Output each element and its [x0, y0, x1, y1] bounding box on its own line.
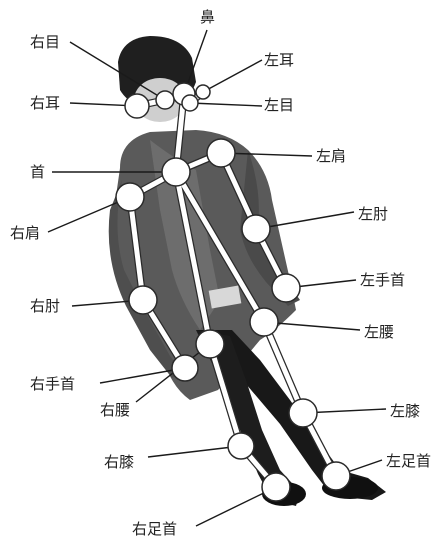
label-left-shoulder: 左肩: [316, 147, 346, 165]
joint-left-wrist: [272, 274, 300, 302]
joint-left-eye: [182, 95, 198, 111]
label-neck: 首: [30, 163, 45, 181]
joint-right-hip: [196, 330, 224, 358]
label-right-elbow: 右肘: [30, 297, 60, 315]
label-right-eye: 右目: [30, 33, 60, 51]
joint-right-knee: [228, 433, 254, 459]
label-right-wrist: 右手首: [30, 375, 75, 393]
label-right-ankle: 右足首: [132, 520, 177, 538]
joint-left-shoulder: [207, 139, 235, 167]
label-left-elbow: 左肘: [358, 205, 388, 223]
label-nose: 鼻: [200, 8, 215, 26]
label-right-knee: 右膝: [104, 453, 134, 471]
leader-right-knee: [148, 446, 241, 457]
joint-right-ear: [125, 94, 149, 118]
label-left-ear: 左耳: [264, 51, 294, 69]
label-right-hip: 右腰: [100, 401, 130, 419]
joint-right-ankle: [262, 473, 290, 501]
joint-right-shoulder: [116, 183, 144, 211]
label-left-wrist: 左手首: [360, 271, 405, 289]
joint-neck: [162, 158, 190, 186]
label-left-ankle: 左足首: [386, 452, 431, 470]
joint-left-ear: [196, 85, 210, 99]
joint-left-hip: [250, 308, 278, 336]
label-left-knee: 左膝: [390, 402, 420, 420]
leader-left-eye: [190, 103, 262, 106]
joint-right-eye: [156, 91, 174, 109]
joint-left-elbow: [242, 215, 270, 243]
joint-right-wrist: [172, 355, 198, 381]
label-right-ear: 右耳: [30, 94, 60, 112]
joint-right-elbow: [129, 286, 157, 314]
label-right-shoulder: 右肩: [10, 224, 40, 242]
leader-left-ear: [203, 60, 262, 92]
label-left-hip: 左腰: [364, 323, 394, 341]
joint-left-ankle: [322, 462, 350, 490]
label-left-eye: 左目: [264, 96, 294, 114]
joint-left-knee: [289, 399, 317, 427]
